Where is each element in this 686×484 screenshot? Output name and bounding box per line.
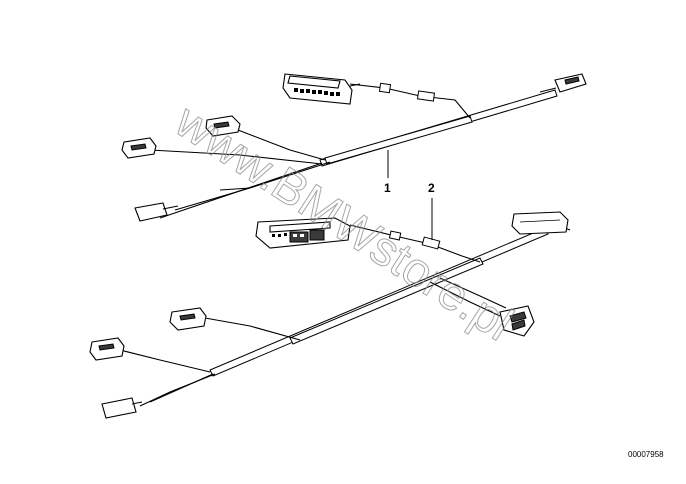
harness-1-box-connector <box>282 73 361 105</box>
harness-2-top-right-connector <box>511 211 569 235</box>
harness-1-upper-left-connector <box>205 115 241 137</box>
harness-1-right-connector <box>539 73 587 93</box>
harness-1-lower-left-connector <box>134 202 179 222</box>
watermark: www.BMWstore.pl <box>165 94 521 351</box>
harness-2-mid-left-connector <box>89 337 125 361</box>
harness-2-right-connector <box>499 305 535 337</box>
callout-2-label: 2 <box>428 181 435 195</box>
harness-2-upper-left-connector <box>169 307 207 331</box>
harness-2-bottom-left-connector <box>101 397 143 419</box>
harness-2-module-connector <box>255 217 351 249</box>
harness-1-mid-left-connector <box>121 137 157 159</box>
document-number: 00007958 <box>628 450 664 459</box>
harness-1-branch-top <box>349 83 471 119</box>
callout-1-label: 1 <box>384 181 391 195</box>
wiring-harness-1 <box>121 73 587 222</box>
wiring-harness-2 <box>89 211 571 419</box>
callout-2: 2 <box>428 181 435 240</box>
callout-1: 1 <box>384 150 391 195</box>
